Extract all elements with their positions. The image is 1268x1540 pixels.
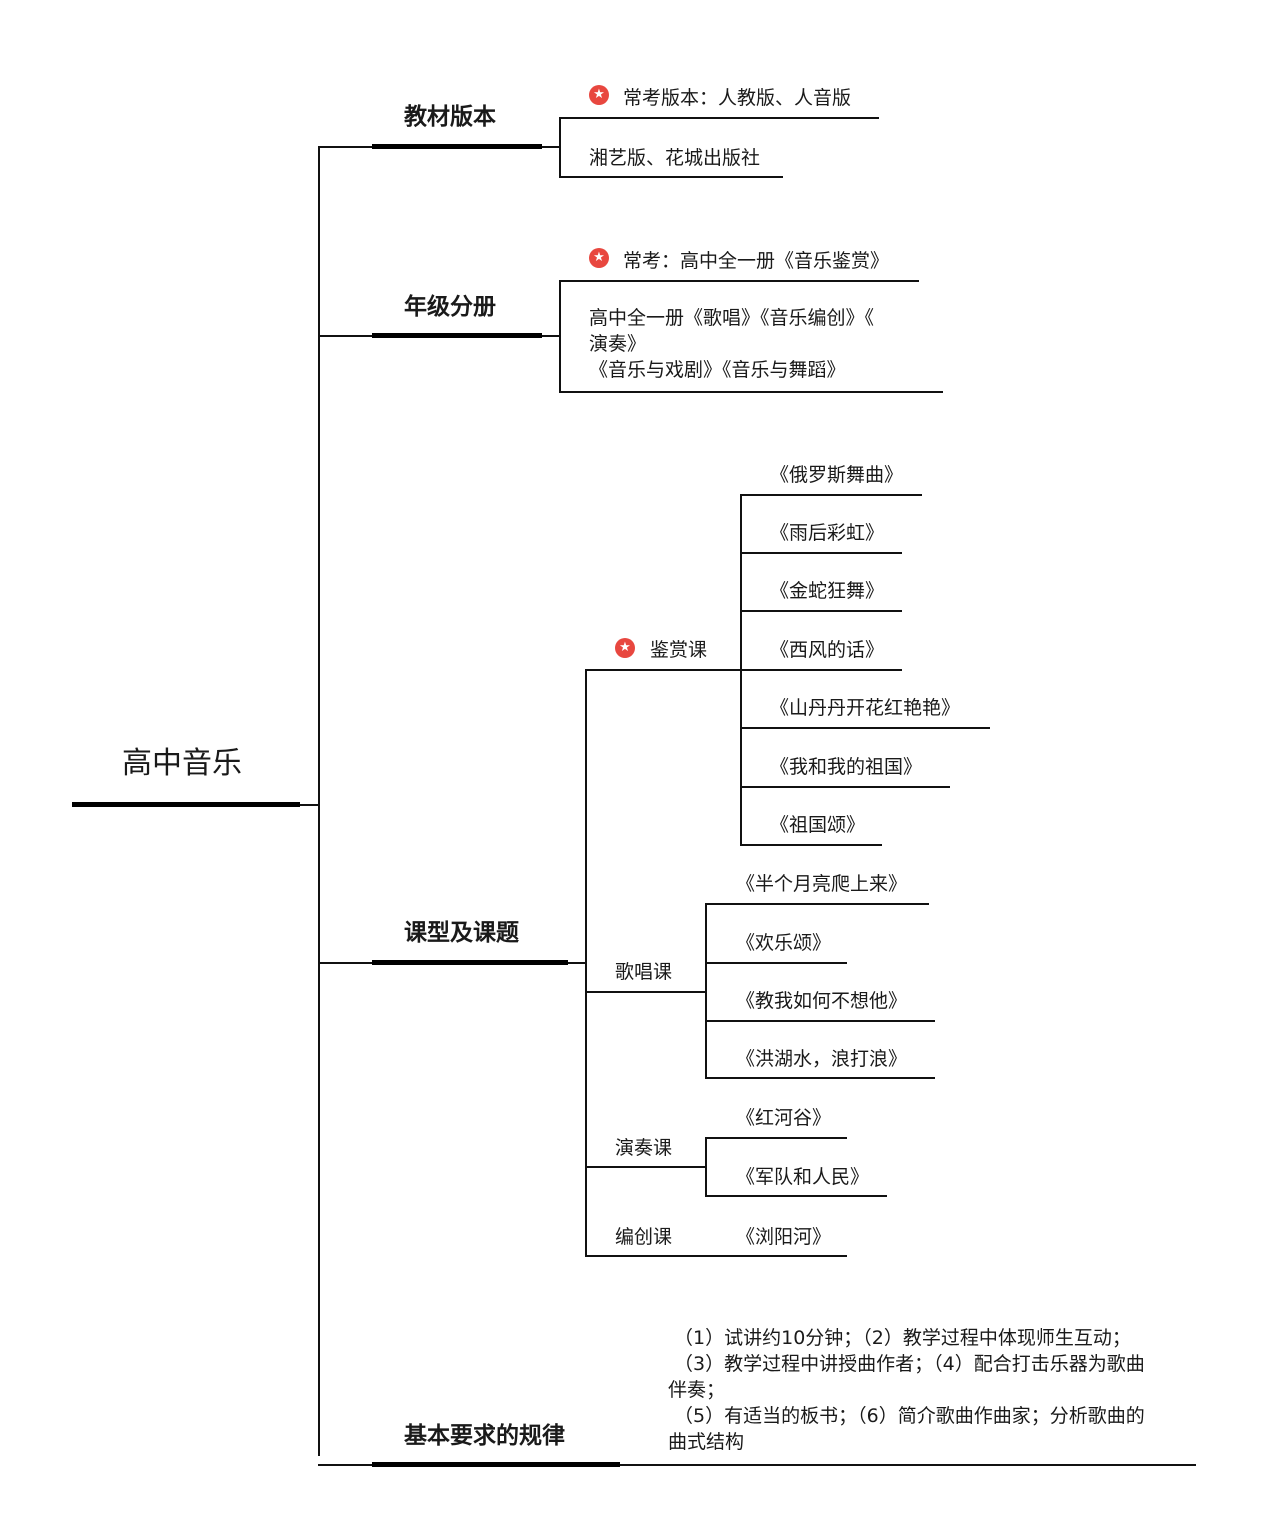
branch-connector xyxy=(542,335,560,337)
textbook-item[interactable]: 湘艺版、花城出版社 xyxy=(589,147,761,169)
lesson-type-composition[interactable]: 编创课 xyxy=(615,1226,673,1248)
item-underline xyxy=(740,494,922,496)
requirements-underline xyxy=(620,1464,1196,1466)
item-underline xyxy=(559,280,919,282)
item-underline xyxy=(740,727,990,729)
requirements-text[interactable]: （1）试讲约10分钟；（2）教学过程中体现师生互动； （3）教学过程中讲授曲作者… xyxy=(668,1327,1145,1453)
branch-connector xyxy=(318,146,374,148)
composition-underline xyxy=(585,1255,847,1257)
star-icon: ★ xyxy=(589,85,609,105)
branch-lessons-underline xyxy=(372,960,568,965)
branch-lessons-title[interactable]: 课型及课题 xyxy=(404,920,519,946)
branch-connector xyxy=(318,962,374,964)
branch-grade-title[interactable]: 年级分册 xyxy=(404,294,496,320)
branch-requirements-underline xyxy=(372,1462,620,1467)
root-topic[interactable]: 高中音乐 xyxy=(122,746,242,781)
item-underline xyxy=(705,962,847,964)
textbook-item[interactable]: 常考版本：人教版、人音版 xyxy=(623,87,852,109)
item-underline xyxy=(705,1077,935,1079)
branch-textbook-title[interactable]: 教材版本 xyxy=(404,104,496,130)
grade-item[interactable]: 常考：高中全一册《音乐鉴赏》 xyxy=(623,250,890,272)
lesson-type-performance[interactable]: 演奏课 xyxy=(615,1137,673,1159)
branch-connector xyxy=(542,146,560,148)
branch-grade-underline xyxy=(372,333,542,338)
appreciation-item[interactable]: 《雨后彩虹》 xyxy=(770,522,885,544)
performance-spine xyxy=(705,1137,707,1196)
appreciation-item[interactable]: 《山丹丹开花红艳艳》 xyxy=(770,697,961,719)
singing-spine xyxy=(705,903,707,1078)
composition-item[interactable]: 《浏阳河》 xyxy=(736,1226,832,1248)
performance-item[interactable]: 《红河谷》 xyxy=(736,1107,832,1129)
root-connector xyxy=(300,804,319,806)
branch-connector xyxy=(318,335,374,337)
singing-item[interactable]: 《欢乐颂》 xyxy=(736,932,832,954)
sub-spine xyxy=(559,117,561,177)
appreciation-item[interactable]: 《我和我的祖国》 xyxy=(770,756,923,778)
singing-item[interactable]: 《教我如何不想他》 xyxy=(736,990,908,1012)
branch-connector xyxy=(568,962,586,964)
item-underline xyxy=(705,1195,887,1197)
appreciation-item[interactable]: 《金蛇狂舞》 xyxy=(770,580,885,602)
item-underline xyxy=(559,117,879,119)
lesson-type-underline xyxy=(585,991,706,993)
lesson-type-underline xyxy=(585,669,741,671)
performance-item[interactable]: 《军队和人民》 xyxy=(736,1166,870,1188)
sub-spine xyxy=(559,280,561,392)
grade-item[interactable]: 高中全一册《歌唱》《音乐编创》《 演奏》 《音乐与戏剧》《音乐与舞蹈》 xyxy=(589,307,875,381)
item-underline xyxy=(740,610,902,612)
lesson-type-underline xyxy=(585,1166,706,1168)
lessons-spine xyxy=(585,669,587,1256)
item-underline xyxy=(740,786,950,788)
appreciation-item[interactable]: 《祖国颂》 xyxy=(770,814,866,836)
item-underline xyxy=(559,176,783,178)
item-underline xyxy=(740,844,882,846)
branch-connector xyxy=(318,1464,374,1466)
item-underline xyxy=(705,903,929,905)
item-underline xyxy=(705,1137,847,1139)
main-spine xyxy=(318,146,320,1456)
item-underline xyxy=(559,391,943,393)
singing-item[interactable]: 《半个月亮爬上来》 xyxy=(736,873,908,895)
item-underline xyxy=(705,1020,935,1022)
item-underline xyxy=(740,552,902,554)
appreciation-item[interactable]: 《俄罗斯舞曲》 xyxy=(770,464,904,486)
lesson-type-singing[interactable]: 歌唱课 xyxy=(615,961,673,983)
star-icon: ★ xyxy=(589,248,609,268)
root-underline xyxy=(72,802,300,807)
lesson-type-appreciation[interactable]: 鉴赏课 xyxy=(650,639,708,661)
branch-textbook-underline xyxy=(372,144,542,149)
star-icon: ★ xyxy=(615,638,635,658)
item-underline xyxy=(740,669,902,671)
branch-requirements-title[interactable]: 基本要求的规律 xyxy=(404,1423,565,1449)
singing-item[interactable]: 《洪湖水，浪打浪》 xyxy=(736,1048,908,1070)
appreciation-item[interactable]: 《西风的话》 xyxy=(770,639,885,661)
